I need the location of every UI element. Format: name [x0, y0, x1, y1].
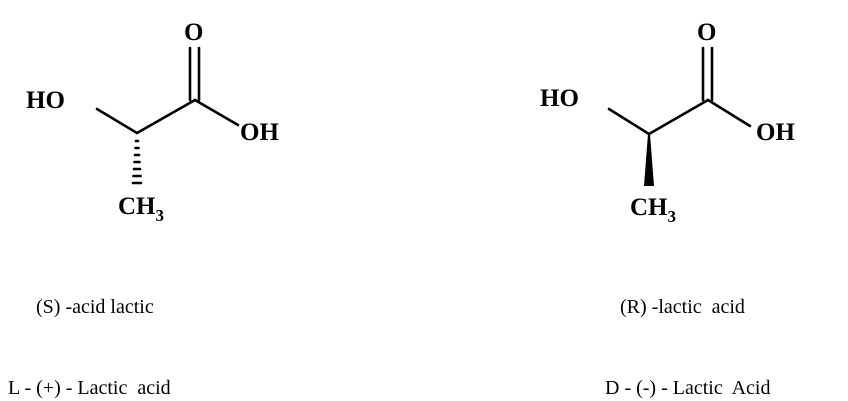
r-configuration-caption: (R) -lactic acid: [620, 296, 745, 318]
r-acid-oh-label: OH: [756, 119, 795, 146]
s-configuration-caption: (S) -acid lactic: [36, 296, 154, 318]
s-hashed-wedge-bond: [131, 139, 143, 185]
s-methyl-subscript: 3: [156, 206, 165, 225]
s-carbonyl-oxygen-label: O: [184, 19, 203, 46]
r-hydroxyl-bond: [607, 107, 651, 136]
s-lactic-acid-structure: O HO OH CH3: [26, 19, 279, 225]
r-solid-wedge-bond: [644, 134, 654, 186]
r-methyl-label: CH3: [630, 194, 676, 226]
r-methyl-subscript: 3: [668, 207, 677, 226]
s-backbone-bond: [135, 98, 197, 135]
s-enantiomer-caption: L - (+) - Lactic acid: [8, 377, 171, 399]
r-acid-oh-bond: [706, 98, 752, 128]
r-methyl-main-text: CH: [630, 194, 668, 221]
s-hydroxyl-label: HO: [26, 87, 65, 114]
s-methyl-main-text: CH: [118, 193, 156, 220]
s-acid-oh-bond: [193, 98, 240, 127]
r-enantiomer-caption: D - (-) - Lactic Acid: [605, 377, 770, 399]
r-backbone-bond: [647, 98, 710, 136]
s-acid-oh-label: OH: [240, 119, 279, 146]
s-methyl-label: CH3: [118, 193, 164, 225]
r-carbonyl-oxygen-label: O: [697, 19, 716, 46]
s-hydroxyl-bond: [95, 107, 139, 135]
r-lactic-acid-structure: O HO OH CH3: [540, 19, 795, 226]
r-hydroxyl-label: HO: [540, 85, 579, 112]
